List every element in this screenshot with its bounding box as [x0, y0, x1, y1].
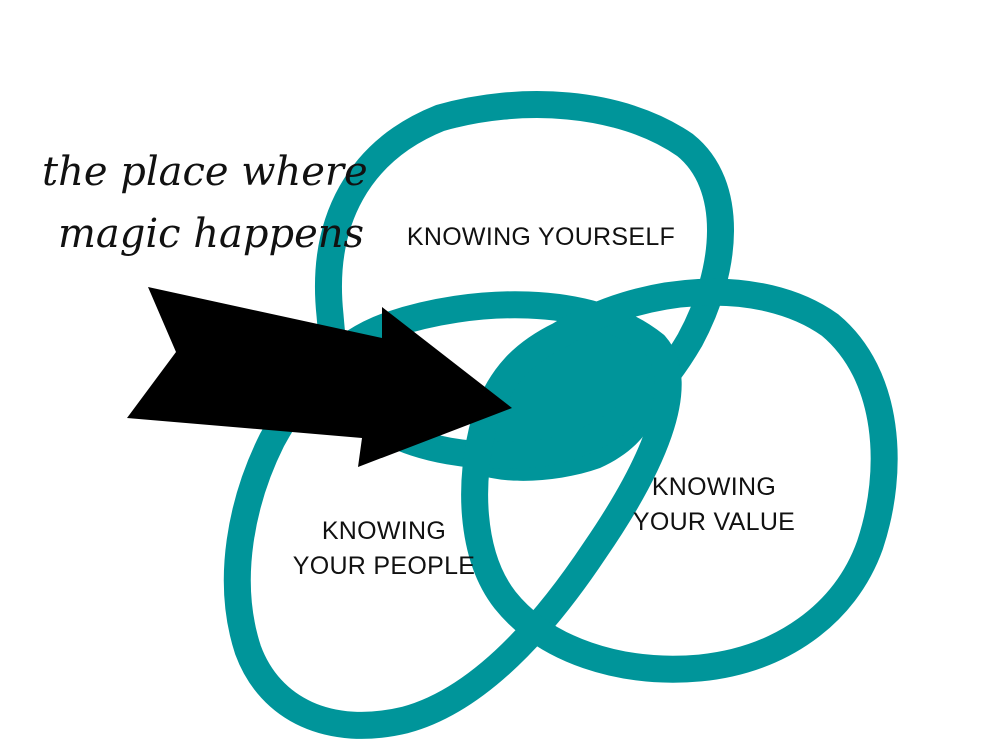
circle-knowing-your-value [461, 278, 898, 683]
annotation-line-1: the place where [42, 149, 368, 195]
label-knowing-your-value-line-2: YOUR VALUE [633, 508, 795, 536]
circle-knowing-your-people [223, 291, 682, 739]
label-knowing-your-people-line-2: YOUR PEOPLE [293, 552, 476, 580]
label-knowing-your-people-line-1: KNOWING [322, 517, 446, 545]
annotation-line-2: magic happens [58, 211, 364, 257]
label-knowing-your-value-line-1: KNOWING [652, 473, 776, 501]
label-knowing-yourself: KNOWING YOURSELF [407, 223, 675, 251]
right-arrow-icon [127, 287, 512, 467]
